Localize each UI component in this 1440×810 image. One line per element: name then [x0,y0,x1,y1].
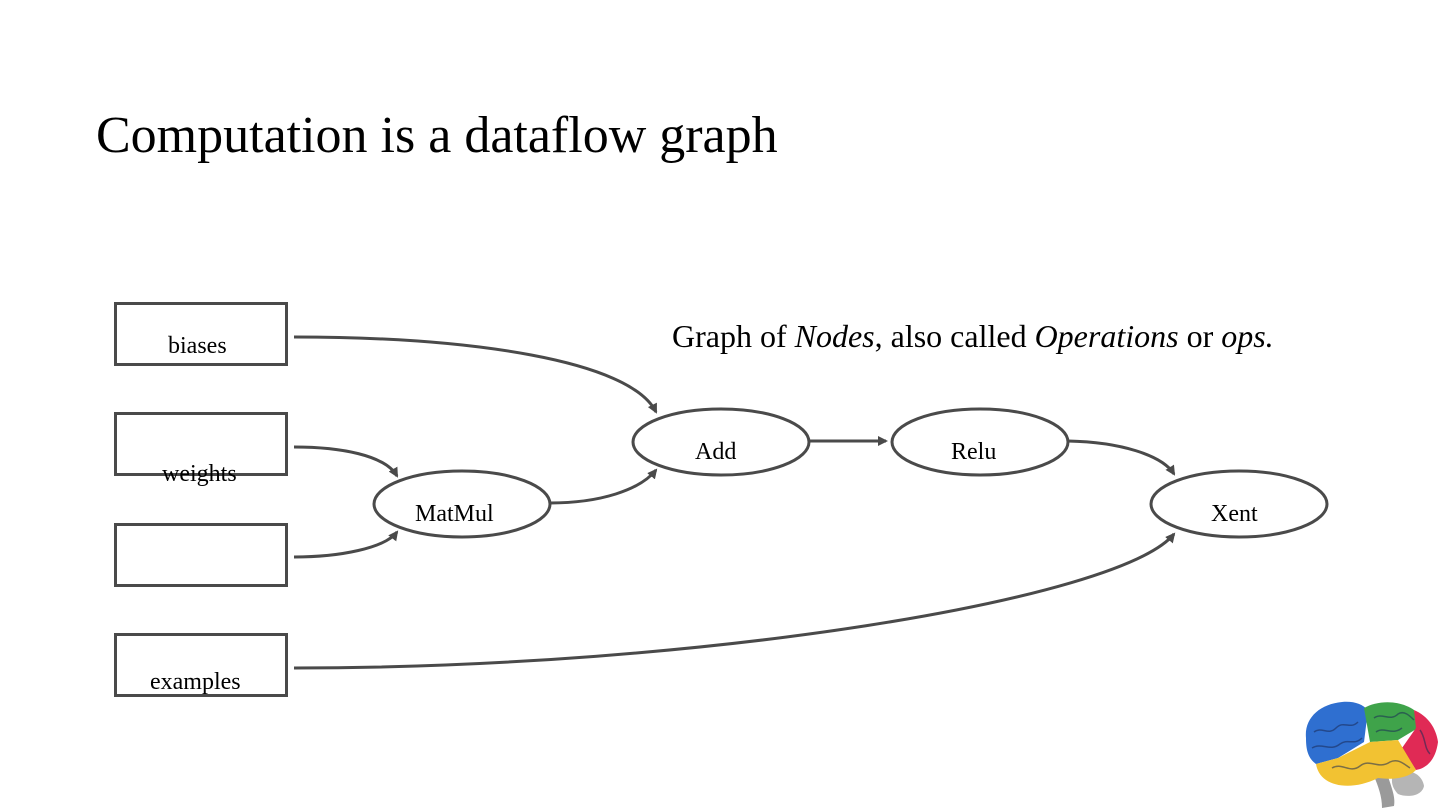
caption-joiner: or [1178,318,1222,354]
slide-title: Computation is a dataflow graph [96,107,778,164]
edge-relu-xent [1067,439,1176,476]
op-node-relu [890,407,1070,477]
op-label-matmul: MatMul [415,501,494,527]
caption-term-nodes: Nodes [794,318,875,354]
edge-matmul-add [549,468,658,505]
input-box-examples [114,633,288,697]
op-label-xent: Xent [1211,501,1258,527]
input-label-biases: biases [168,333,227,359]
input-box-weights [114,412,288,476]
caption-middle: , also called [874,318,1035,354]
input-box-biases [114,302,288,366]
input-box-blank [114,523,288,587]
input-label-examples: examples [150,669,241,695]
edge-examples-xent [293,532,1176,670]
edge-blank-matmul [293,530,399,559]
caption-term-ops: ops. [1221,318,1274,354]
op-node-matmul [372,469,552,539]
edge-biases-add [293,335,658,414]
caption: Graph of Nodes, also called Operations o… [672,316,1274,356]
caption-term-operations: Operations [1034,318,1179,354]
edge-weights-matmul [293,445,399,478]
op-label-add: Add [695,439,737,465]
op-node-xent [1149,469,1329,539]
op-label-relu: Relu [951,439,997,465]
brain-icon [1305,701,1438,808]
input-label-weights: weights [162,461,237,487]
caption-prefix: Graph of [672,318,795,354]
op-node-add [631,407,811,477]
